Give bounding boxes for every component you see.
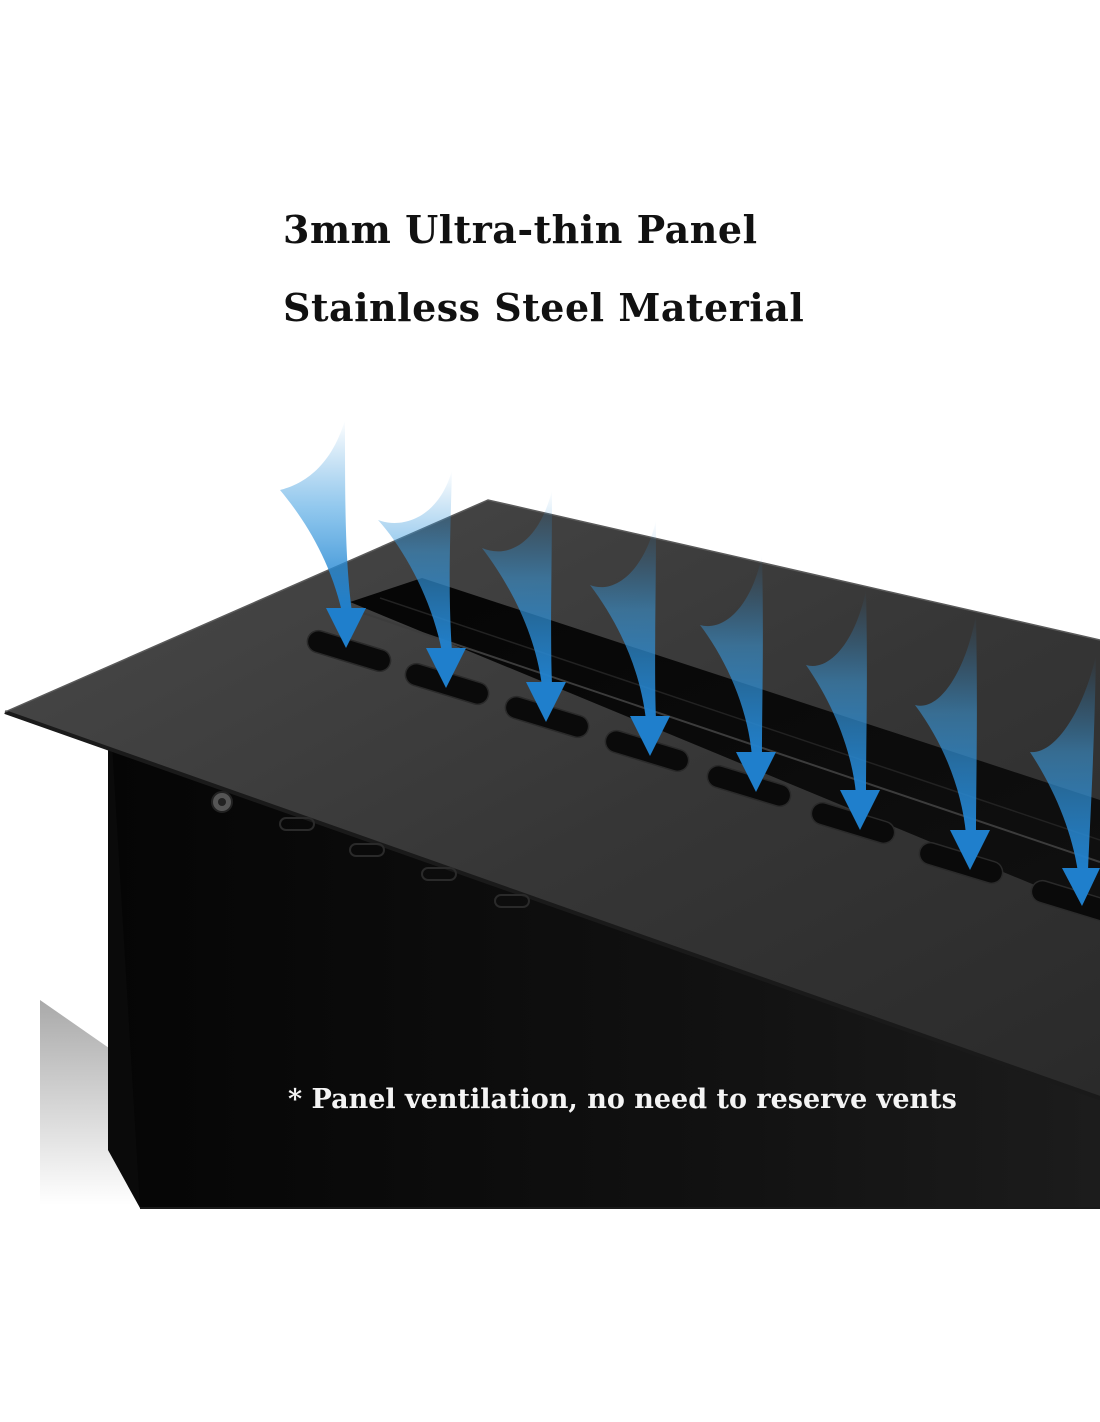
- airflow-arrow-icon: [915, 615, 990, 870]
- airflow-arrow-icon: [590, 520, 670, 756]
- burner-front-face: [112, 745, 1100, 1208]
- headline-material: Stainless Steel Material: [283, 285, 805, 330]
- headline-panel-thickness: 3mm Ultra-thin Panel: [283, 207, 758, 252]
- airflow-arrows: [280, 420, 1100, 906]
- screw-icon: [211, 791, 233, 813]
- vent-slots: [306, 629, 1100, 923]
- airflow-arrow-icon: [700, 555, 776, 792]
- airflow-arrow-icon: [1030, 655, 1100, 906]
- ventilation-caption: * Panel ventilation, no need to reserve …: [288, 1084, 957, 1115]
- front-face-marks: [279, 817, 530, 908]
- airflow-arrow-icon: [806, 590, 880, 830]
- airflow-arrow-icon: [280, 420, 366, 648]
- airflow-arrow-icon: [482, 490, 566, 722]
- burner-channel: [350, 578, 1100, 912]
- top-panel: [5, 500, 1100, 1098]
- airflow-arrow-icon: [378, 470, 466, 688]
